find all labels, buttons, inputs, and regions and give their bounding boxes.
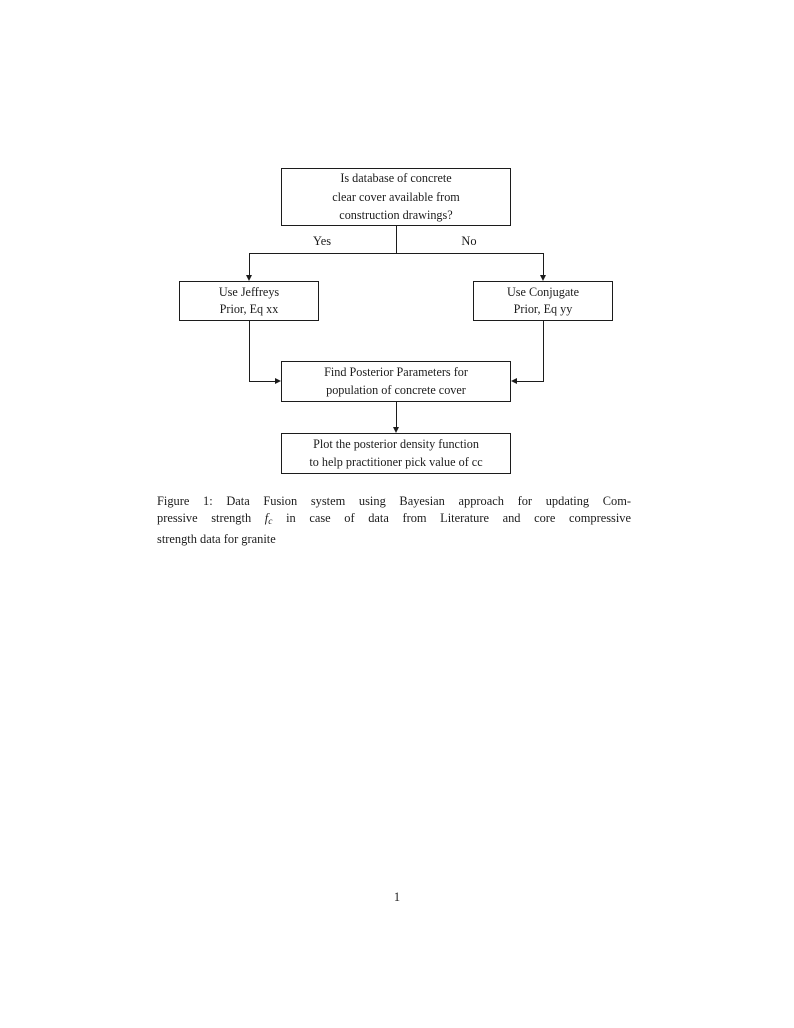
caption-line-2: pressive strength fc in case of data fro… bbox=[157, 510, 631, 531]
arrowhead-down-icon bbox=[539, 275, 546, 281]
caption-line-2-text: in case of data from Literature and core… bbox=[286, 511, 631, 525]
arrowhead-down-icon bbox=[245, 275, 252, 281]
connector-split-line bbox=[249, 253, 544, 254]
conjugate-prior-line: Use Conjugate bbox=[506, 284, 580, 299]
connector-jeffreys-down bbox=[249, 321, 250, 382]
no-branch-label: No bbox=[461, 234, 477, 248]
jeffreys-prior-box: Use Jeffreys Prior, Eq xx bbox=[179, 281, 319, 321]
caption-line-2-text: pressive strength bbox=[157, 511, 252, 525]
yes-branch-label: Yes bbox=[312, 234, 332, 248]
figure-caption: Figure 1: Data Fusion system using Bayes… bbox=[157, 493, 631, 548]
connector-no-drop bbox=[543, 253, 544, 275]
plot-density-line: to help practitioner pick value of cc bbox=[309, 454, 483, 469]
connector-conjugate-elbow bbox=[517, 381, 544, 382]
arrowhead-left-icon bbox=[511, 377, 517, 384]
math-fc-symbol: fc bbox=[264, 511, 273, 527]
page-number: 1 bbox=[393, 890, 401, 904]
plot-density-line: Plot the posterior density function bbox=[313, 437, 479, 451]
posterior-parameters-line: population of concrete cover bbox=[326, 382, 466, 397]
conjugate-prior-box: Use Conjugate Prior, Eq yy bbox=[473, 281, 613, 321]
posterior-parameters-box: Find Posterior Parameters for population… bbox=[281, 361, 511, 402]
connector-jeffreys-elbow bbox=[249, 381, 276, 382]
posterior-parameters-line: Find Posterior Parameters for bbox=[324, 365, 468, 379]
decision-box-line: clear cover available from bbox=[332, 189, 460, 204]
jeffreys-prior-line: Prior, Eq xx bbox=[219, 302, 279, 316]
connector-posterior-stem bbox=[396, 402, 397, 427]
jeffreys-prior-line: Use Jeffreys bbox=[218, 284, 280, 299]
arrowhead-down-icon bbox=[392, 427, 399, 433]
plot-density-box: Plot the posterior density function to h… bbox=[281, 433, 511, 474]
connector-yes-drop bbox=[249, 253, 250, 275]
arrowhead-right-icon bbox=[275, 377, 281, 384]
decision-box: Is database of concrete clear cover avai… bbox=[281, 168, 511, 226]
connector-conjugate-down bbox=[543, 321, 544, 382]
conjugate-prior-line: Prior, Eq yy bbox=[513, 302, 573, 316]
caption-line-3: strength data for granite bbox=[157, 532, 276, 546]
caption-line-1: Figure 1: Data Fusion system using Bayes… bbox=[157, 494, 631, 508]
connector-decision-stem bbox=[396, 226, 397, 253]
decision-box-line: Is database of concrete bbox=[340, 171, 452, 186]
decision-box-line: construction drawings? bbox=[339, 208, 453, 223]
